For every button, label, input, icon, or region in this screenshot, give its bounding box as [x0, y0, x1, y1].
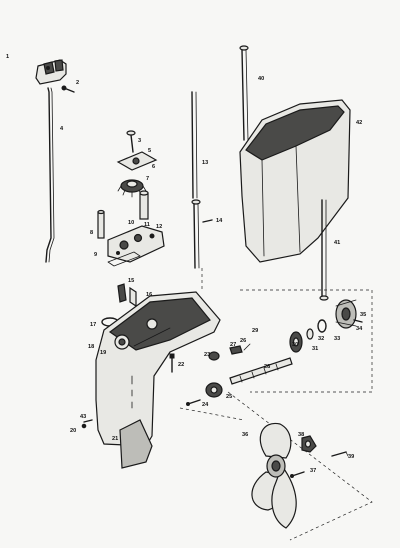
callout-12: 12 — [156, 224, 162, 230]
pump-housing — [107, 225, 165, 263]
callout-40: 40 — [258, 76, 264, 82]
drain-screw — [81, 419, 93, 429]
pinion-gear — [208, 351, 220, 361]
callout-37: 37 — [310, 468, 316, 474]
shift-cam — [229, 343, 251, 355]
callout-17: 17 — [90, 322, 96, 328]
callout-10: 10 — [128, 220, 134, 226]
callout-8: 8 — [90, 230, 93, 236]
shift-bracket — [35, 59, 67, 85]
callout-38: 38 — [298, 432, 304, 438]
callout-34: 34 — [356, 326, 363, 332]
carrier-screw — [353, 319, 363, 323]
callout-13: 13 — [202, 160, 208, 166]
long-stud — [239, 45, 249, 141]
cotter-pin — [331, 451, 349, 457]
callout-18: 18 — [88, 344, 94, 350]
callout-26: 26 — [240, 338, 246, 344]
callout-35: 35 — [360, 312, 366, 318]
bearing — [306, 328, 314, 340]
gearcase — [95, 291, 221, 469]
pump-gasket — [107, 251, 141, 267]
propeller — [251, 422, 297, 529]
pump-screw — [126, 130, 136, 153]
propeller-shaft — [229, 357, 293, 385]
exhaust-housing — [239, 99, 351, 263]
callout-25: 25 — [226, 394, 232, 400]
callout-15: 15 — [128, 278, 134, 284]
callout-36: 36 — [242, 432, 248, 438]
shift-rod — [45, 87, 55, 263]
callout-39: 39 — [348, 454, 354, 460]
bracket-screw — [61, 85, 75, 93]
driveshaft-pin — [202, 219, 213, 223]
callout-29: 29 — [252, 328, 258, 334]
callout-42: 42 — [356, 120, 362, 126]
callout-7: 7 — [146, 176, 149, 182]
pump-impeller — [117, 179, 147, 198]
pump-tube — [139, 190, 149, 220]
callout-28: 28 — [264, 364, 270, 370]
callout-11: 11 — [144, 222, 150, 228]
callout-27: 27 — [230, 342, 236, 348]
callout-6: 6 — [152, 164, 155, 170]
callout-43: 43 — [80, 414, 86, 420]
pump-plate — [116, 151, 158, 171]
callout-16: 16 — [146, 292, 152, 298]
callout-32: 32 — [318, 336, 324, 342]
callout-41: 41 — [334, 240, 340, 246]
prop-nut — [301, 435, 317, 453]
callout-1: 1 — [6, 54, 9, 60]
bearing-carrier — [335, 299, 357, 329]
callout-20: 20 — [70, 428, 76, 434]
callout-23: 23 — [204, 352, 210, 358]
shift-pin — [169, 353, 175, 373]
callout-24: 24 — [202, 402, 209, 408]
callout-4: 4 — [60, 126, 64, 132]
callout-3: 3 — [138, 138, 141, 144]
driveshaft — [191, 91, 201, 269]
forward-gear — [205, 382, 223, 398]
callout-31: 31 — [312, 346, 318, 352]
callout-30: 30 — [292, 342, 298, 348]
clutch-dog — [186, 399, 201, 406]
callout-22: 22 — [178, 362, 184, 368]
shift-lever-small — [117, 283, 137, 308]
pump-stud — [97, 209, 105, 239]
housing-stud — [319, 199, 329, 301]
prop-pin — [290, 471, 305, 478]
callout-14: 14 — [216, 218, 223, 224]
callout-19: 19 — [100, 350, 106, 356]
callout-9: 9 — [94, 252, 97, 258]
callout-33: 33 — [334, 336, 340, 342]
callout-2: 2 — [76, 80, 79, 86]
callout-21: 21 — [112, 436, 118, 442]
seal-ring — [317, 319, 327, 333]
reverse-gear — [289, 331, 303, 353]
callout-5: 5 — [148, 148, 151, 154]
